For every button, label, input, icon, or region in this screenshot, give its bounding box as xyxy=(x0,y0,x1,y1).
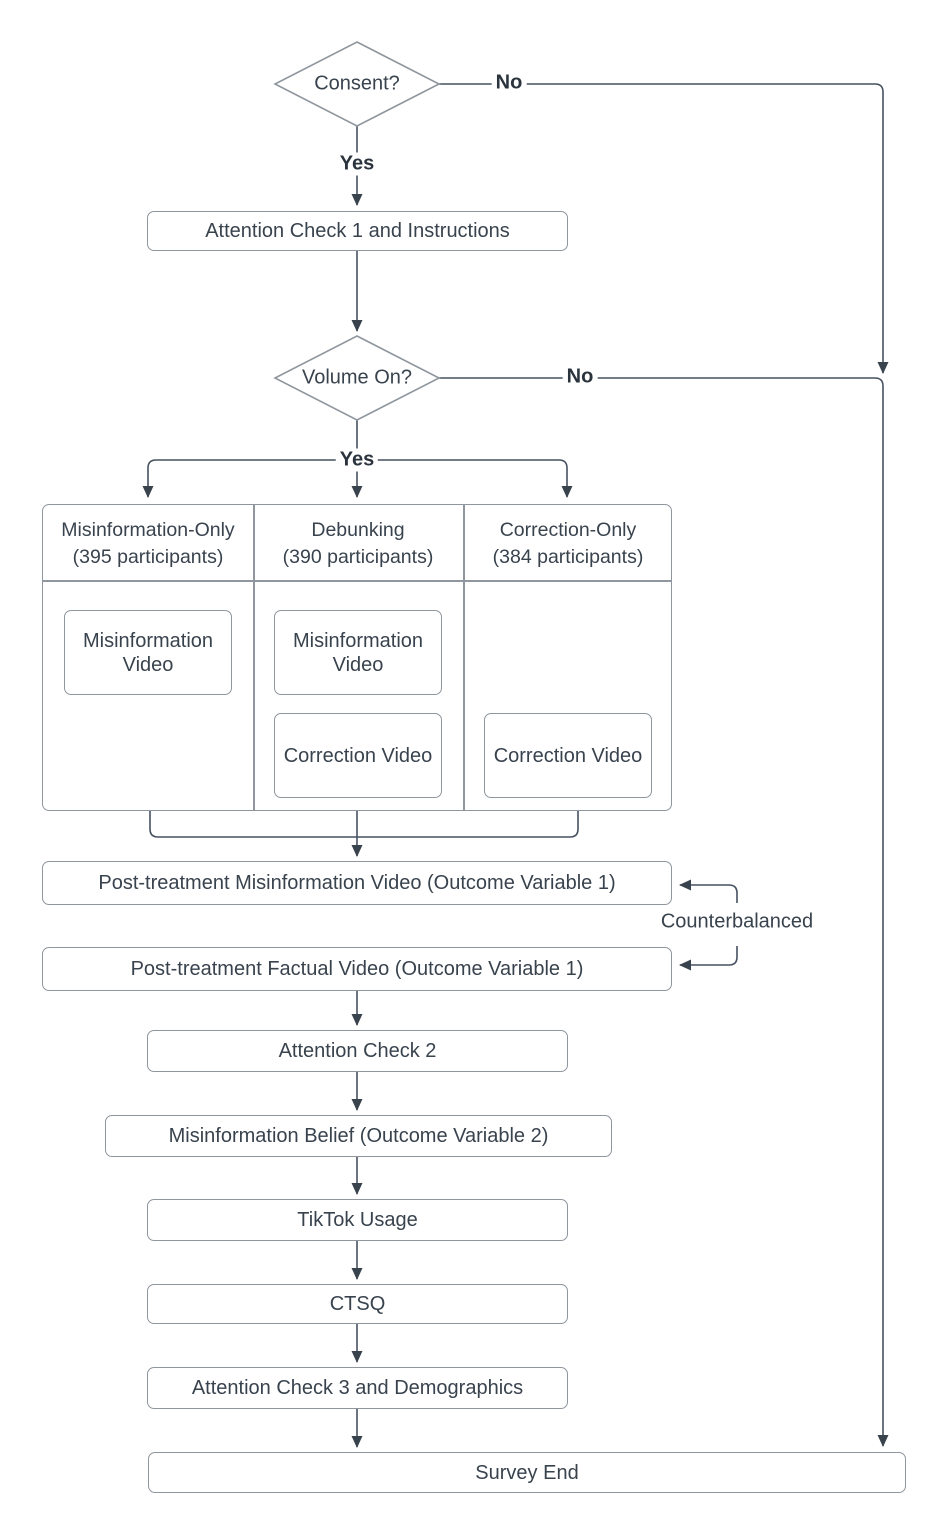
ctsq-node: CTSQ xyxy=(147,1284,568,1324)
post-treatment-misinformation-node: Post-treatment Misinformation Video (Out… xyxy=(42,861,672,905)
tiktok-usage-node: TikTok Usage xyxy=(147,1199,568,1241)
column-divider-1 xyxy=(253,505,255,810)
misinformation-video-node-col1: Misinformation Video xyxy=(64,610,232,695)
post-treatment-factual-node: Post-treatment Factual Video (Outcome Va… xyxy=(42,947,672,991)
consent-decision-diamond xyxy=(273,41,441,127)
condition-subtitle: (395 participants) xyxy=(72,546,224,568)
volume-yes-edge-label: Yes xyxy=(335,448,379,472)
condition-subtitle: (390 participants) xyxy=(282,546,434,568)
edge-counterbalanced-bottom xyxy=(679,946,738,971)
edge-merge-left xyxy=(149,811,357,838)
condition-title: Misinformation-Only xyxy=(61,519,235,541)
consent-yes-edge-label: Yes xyxy=(335,152,379,176)
survey-end-node: Survey End xyxy=(148,1452,906,1493)
correction-video-node-col3: Correction Video xyxy=(484,713,652,798)
misinformation-belief-node: Misinformation Belief (Outcome Variable … xyxy=(105,1115,612,1157)
condition-subtitle: (384 participants) xyxy=(492,546,644,568)
edge-consent-no xyxy=(439,83,889,374)
attention-check-1-node: Attention Check 1 and Instructions xyxy=(147,211,568,251)
counterbalanced-annotation: Counterbalanced xyxy=(658,910,816,934)
header-divider xyxy=(43,580,671,582)
volume-no-edge-label: No xyxy=(562,365,598,389)
condition-header-debunking: Debunking (390 participants) xyxy=(253,511,463,577)
correction-video-node-col2: Correction Video xyxy=(274,713,442,798)
edge-yes-split-right xyxy=(357,459,573,498)
attention-check-2-node: Attention Check 2 xyxy=(147,1030,568,1072)
condition-title: Debunking xyxy=(311,519,405,541)
column-divider-2 xyxy=(463,505,465,810)
edge-yes-split-left xyxy=(142,459,357,498)
condition-header-misinformation-only: Misinformation-Only (395 participants) xyxy=(43,511,253,577)
condition-header-correction-only: Correction-Only (384 participants) xyxy=(463,511,673,577)
edge-counterbalanced-top xyxy=(679,879,738,903)
edge-volume-no xyxy=(439,377,889,1447)
volume-decision-diamond xyxy=(273,335,441,421)
misinformation-video-node-col2: Misinformation Video xyxy=(274,610,442,695)
volume-decision-label: Volume On? xyxy=(301,366,413,389)
consent-decision-label: Consent? xyxy=(314,72,400,95)
attention-check-3-node: Attention Check 3 and Demographics xyxy=(147,1367,568,1409)
condition-title: Correction-Only xyxy=(499,519,637,541)
consent-no-edge-label: No xyxy=(491,71,527,95)
edge-merge-right xyxy=(357,811,579,838)
